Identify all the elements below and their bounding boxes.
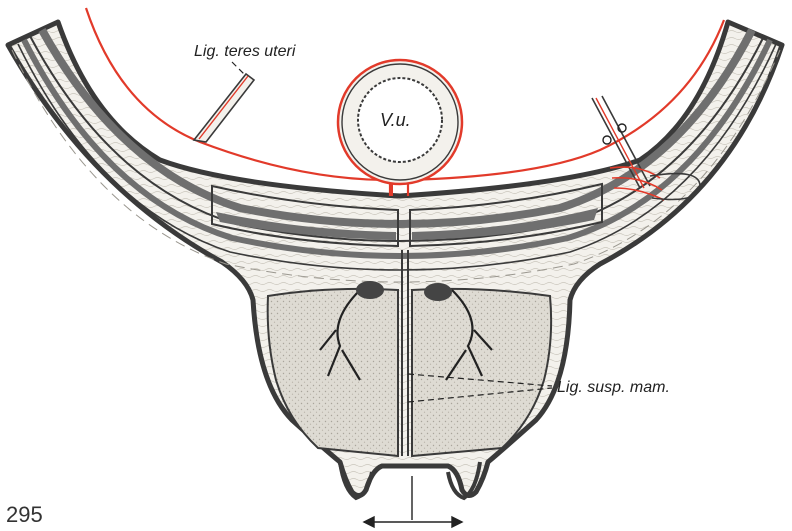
lig-teres-uteri	[194, 74, 254, 142]
double-arrow-indicator	[364, 476, 462, 527]
mammary-gland-right	[412, 289, 551, 456]
label-lig-teres-uteri: Lig. teres uteri	[194, 43, 296, 60]
vessel-section-right	[424, 283, 452, 301]
vessel-section-left	[356, 281, 384, 299]
page-number: 295	[6, 502, 43, 527]
label-lig-susp-mam: Lig. susp. mam.	[557, 379, 670, 396]
mammary-gland-left	[268, 289, 398, 456]
label-vu: V.u.	[380, 110, 411, 130]
